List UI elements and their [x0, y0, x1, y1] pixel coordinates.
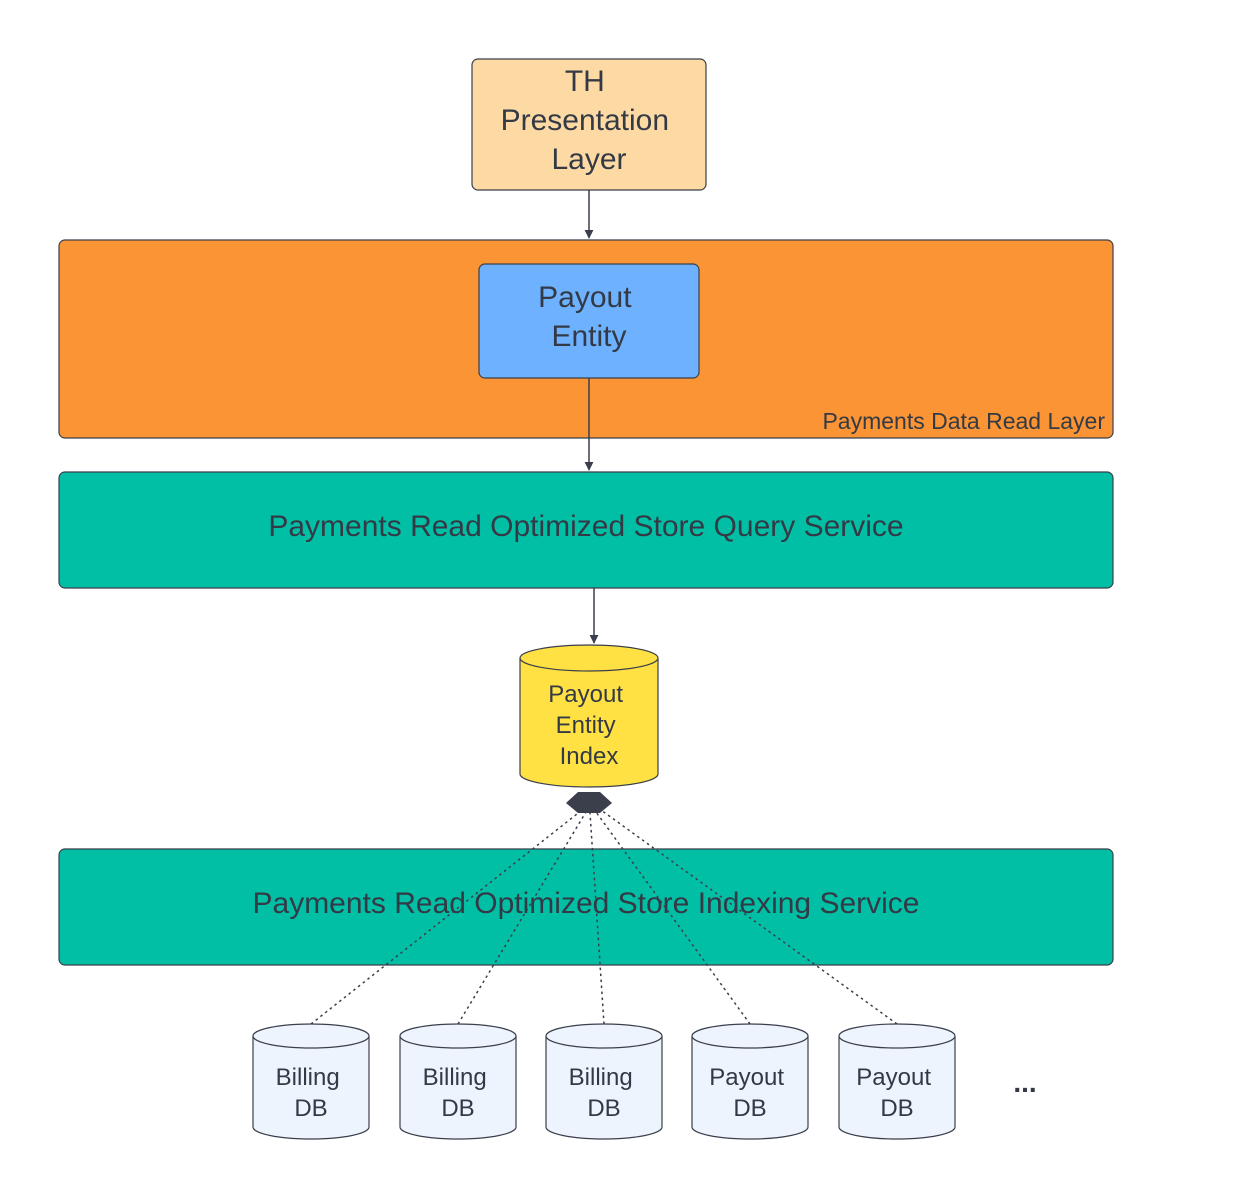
db-label: Billing DB [569, 1064, 640, 1122]
payout-entity-index-label: Payout Entity Index [548, 681, 629, 770]
connector-payout-db-1 [595, 811, 751, 1025]
db-connector-lines [310, 809, 898, 1025]
indexing-service-box [58, 848, 1114, 966]
index-cylinder-top [519, 644, 659, 672]
db-label: Payout DB [856, 1064, 937, 1122]
db-cylinder-3: Billing DB [545, 1023, 663, 1140]
payments-data-read-layer-label: Payments Data Read Layer [822, 408, 1105, 434]
db-label: Billing DB [276, 1064, 347, 1122]
connector-hub-diamond [566, 792, 612, 813]
connector-billing-db-3 [589, 812, 605, 1025]
connector-billing-db-2 [457, 811, 587, 1025]
db-cylinder-4: Payout DB [691, 1023, 809, 1140]
more-databases-ellipsis: ... [1013, 1067, 1036, 1098]
query-service-label: Payments Read Optimized Store Query Serv… [268, 510, 903, 543]
indexing-service-label: Payments Read Optimized Store Indexing S… [253, 887, 920, 920]
arrows [584, 190, 599, 644]
index-cylinder-body [519, 658, 659, 788]
presentation-layer-label: TH Presentation Layer [501, 65, 678, 176]
payout-entity-label: Payout Entity [538, 281, 640, 353]
db-label: Billing DB [423, 1064, 494, 1122]
payout-entity-index: Payout Entity Index [519, 644, 659, 788]
db-cylinder-5: Payout DB [838, 1023, 956, 1140]
db-label: Payout DB [709, 1064, 790, 1122]
db-cylinder-1: Billing DB [252, 1023, 370, 1140]
db-cylinder-2: Billing DB [399, 1023, 517, 1140]
connector-payout-db-2 [600, 809, 898, 1025]
query-service-box [58, 471, 1114, 589]
